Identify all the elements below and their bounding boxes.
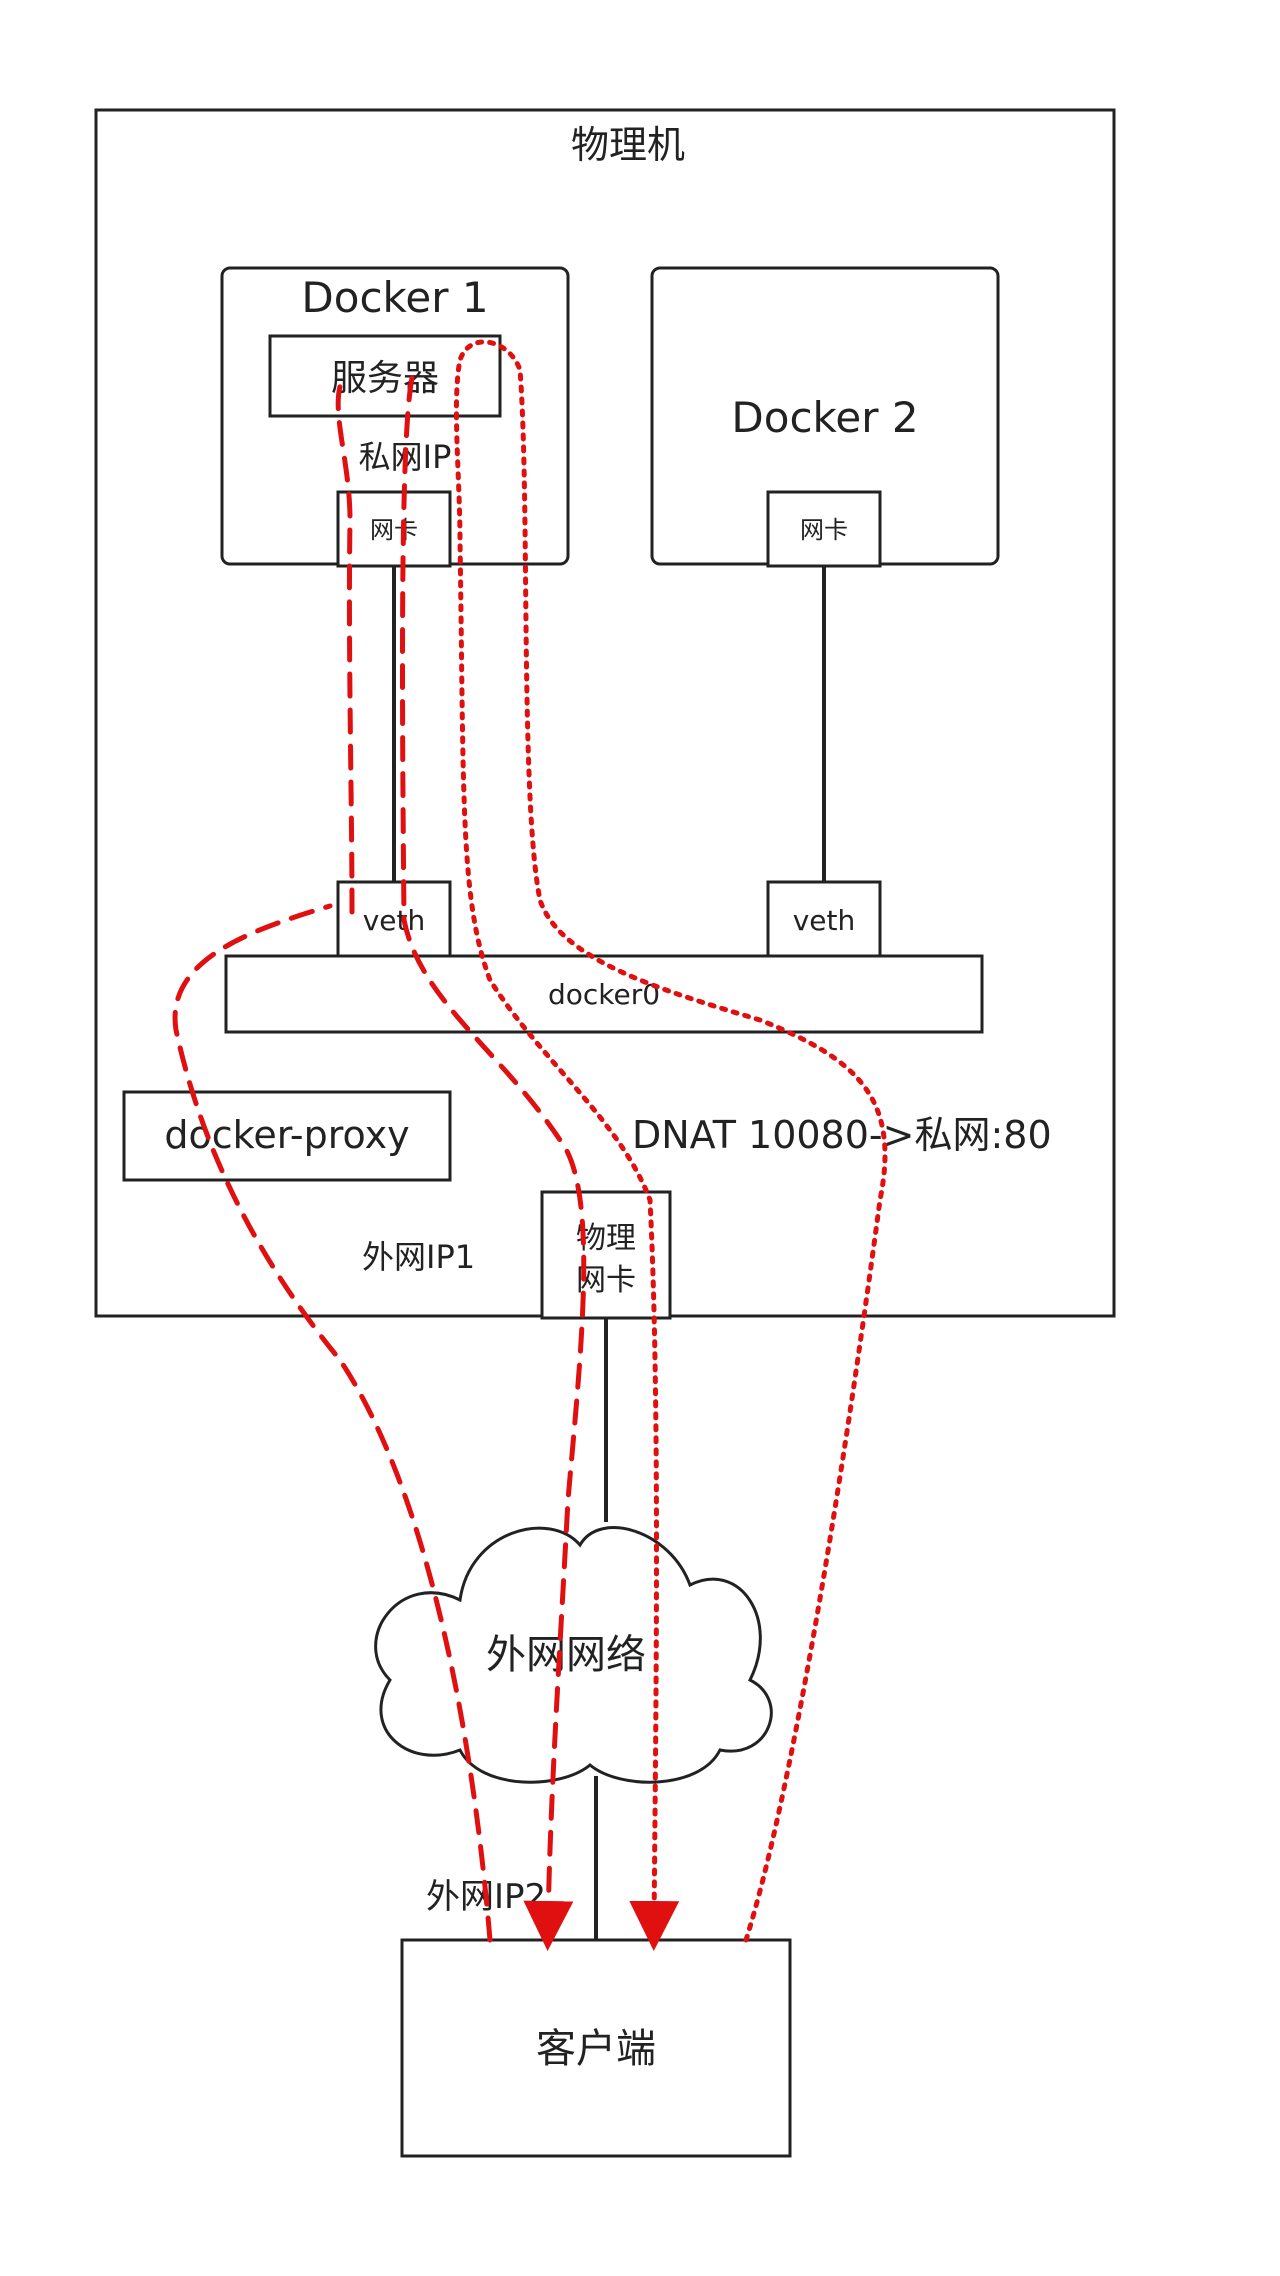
docker1-veth-label: veth — [363, 904, 426, 937]
docker2-veth-label: veth — [793, 904, 856, 937]
docker1-veth-box — [336, 880, 452, 958]
external-network-cloud — [374, 1526, 773, 1784]
docker-proxy-box — [122, 1090, 452, 1182]
docker1-nic-box — [336, 490, 452, 568]
dnat-label: DNAT 10080->私网:80 — [632, 1113, 1052, 1157]
server-label: 服务器 — [331, 358, 439, 399]
client-box — [400, 1938, 792, 2158]
physical-host-title: 物理机 — [571, 123, 685, 167]
docker1-title: Docker 1 — [301, 273, 488, 322]
docker0-bridge-box — [224, 954, 984, 1034]
external-ip1-label: 外网IP1 — [362, 1238, 475, 1276]
proxy-flow-paths — [172, 375, 587, 1951]
docker1-nic-label: 网卡 — [370, 516, 418, 544]
docker2-title: Docker 2 — [731, 393, 918, 442]
docker2-nic-label: 网卡 — [800, 516, 848, 544]
external-network-label: 外网网络 — [486, 1632, 646, 1678]
docker0-label: docker0 — [548, 978, 660, 1011]
proxy-flow-request — [172, 903, 493, 1943]
client-label: 客户端 — [536, 2026, 656, 2072]
proxy-flow-response — [399, 375, 587, 1951]
dnat-flow-paths — [453, 339, 888, 1951]
server-box — [268, 334, 502, 418]
physical-nic-line1: 物理 — [576, 1221, 636, 1256]
dnat-flow-request — [453, 339, 888, 1951]
docker2-veth-box — [766, 880, 882, 958]
proxy-flow-into-server — [335, 377, 355, 915]
